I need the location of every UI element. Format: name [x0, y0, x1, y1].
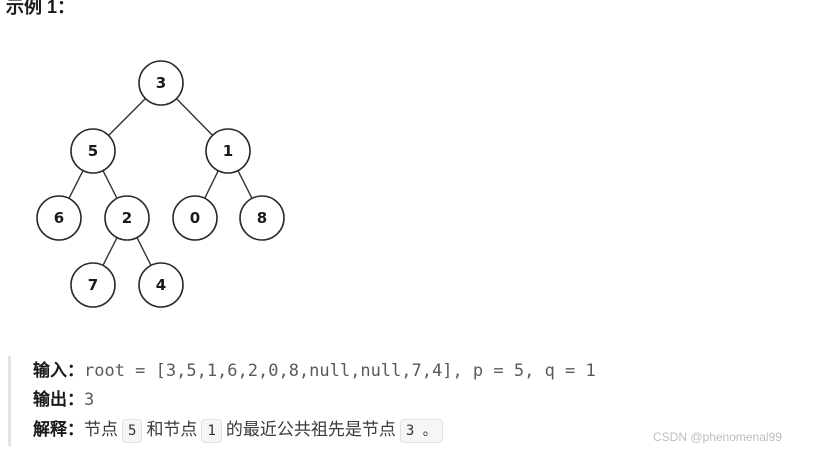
- tree-node-label: 4: [156, 276, 166, 294]
- tree-node: 5: [70, 128, 116, 174]
- tree-node-circle: [205, 128, 251, 174]
- tree-node-circle: [138, 60, 184, 106]
- example-block: 输入：root = [3,5,1,6,2,0,8,null,null,7,4],…: [8, 356, 648, 446]
- tree-edge: [68, 170, 84, 199]
- input-row: 输入：root = [3,5,1,6,2,0,8,null,null,7,4],…: [33, 358, 596, 384]
- tree-node-label: 6: [54, 209, 64, 227]
- tree-node-label: 0: [190, 209, 200, 227]
- inline-code-answer: 3 。: [399, 418, 443, 443]
- explanation-text-3: 的最近公共祖先是节点: [225, 420, 396, 439]
- tree-node-circle: [239, 195, 285, 241]
- tree-node-circle: [70, 128, 116, 174]
- output-row: 输出：3: [33, 387, 94, 413]
- tree-edge: [108, 98, 146, 136]
- tree-edge: [102, 170, 118, 199]
- tree-edge: [136, 237, 152, 266]
- watermark: CSDN @phenomenal99: [653, 430, 782, 444]
- tree-node: 1: [205, 128, 251, 174]
- output-label: 输出：: [33, 390, 84, 409]
- tree-edge: [204, 170, 219, 199]
- explanation-text-2: 和节点: [146, 420, 198, 439]
- tree-node: 3: [138, 60, 184, 106]
- tree-node-label: 3: [156, 74, 166, 92]
- example-heading: 示例 1：: [6, 0, 76, 17]
- input-value: root = [3,5,1,6,2,0,8,null,null,7,4], p …: [84, 361, 596, 381]
- tree-node-label: 2: [122, 209, 132, 227]
- tree-edge: [175, 98, 214, 136]
- tree-node-circle: [104, 195, 150, 241]
- tree-node-label: 5: [88, 142, 98, 160]
- tree-edge: [237, 170, 253, 199]
- tree-node-label: 1: [223, 142, 233, 160]
- tree-node-circle: [36, 195, 82, 241]
- tree-node: 7: [70, 262, 116, 308]
- output-value: 3: [84, 390, 95, 410]
- explanation-label: 解释：: [33, 420, 84, 439]
- tree-node-circle: [172, 195, 218, 241]
- inline-code-p: 5: [122, 418, 143, 443]
- tree-edge: [102, 237, 118, 266]
- input-label: 输入：: [33, 361, 84, 380]
- binary-tree-diagram: 3 5 1 6 2 0 8 7 4: [36, 60, 285, 308]
- tree-node-label: 8: [257, 209, 267, 227]
- tree-node-circle: [138, 262, 184, 308]
- explanation-text-1: 节点: [84, 420, 118, 439]
- tree-node-label: 7: [88, 276, 98, 294]
- tree-node: 2: [104, 195, 150, 241]
- inline-code-q: 1: [201, 418, 222, 443]
- tree-node-circle: [70, 262, 116, 308]
- tree-node: 0: [172, 195, 218, 241]
- tree-node: 8: [239, 195, 285, 241]
- tree-node: 4: [138, 262, 184, 308]
- tree-node: 6: [36, 195, 82, 241]
